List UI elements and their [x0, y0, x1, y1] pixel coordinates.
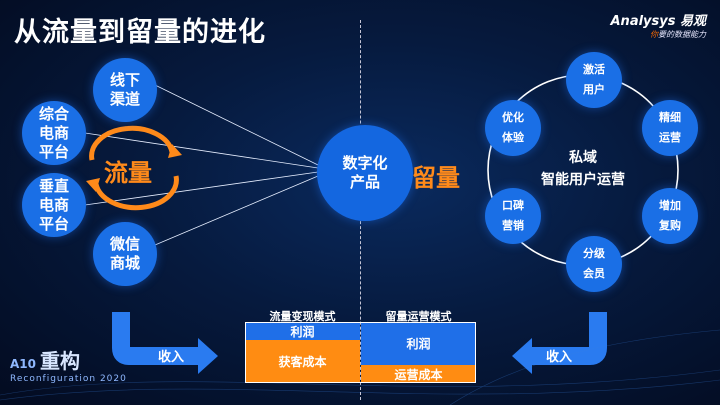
right-income-arrow-icon: [530, 312, 607, 365]
retain-label: 留量: [412, 164, 460, 192]
flow-label: 流量: [104, 159, 152, 187]
flow-arrowhead-top-icon: [168, 144, 182, 158]
model-boxes-frame: [245, 322, 476, 383]
right-income-arrowhead-icon: [512, 338, 532, 374]
node-wechat-mall: 微信 商城: [93, 222, 157, 286]
node-activate-users: 激活 用户: [566, 52, 622, 108]
node-tiered-membership: 分级 会员: [566, 236, 622, 292]
line-wechat: [154, 175, 319, 246]
ring-center-label: 私域 智能用户运营: [541, 150, 625, 188]
brand-logo-text: Analysys 易观: [610, 14, 707, 29]
line-offline: [154, 84, 319, 166]
node-digital-product: 数字化 产品: [317, 125, 413, 221]
footer-logo-main: 重构: [40, 349, 80, 373]
node-fine-operation: 精细 运营: [642, 100, 698, 156]
footer-logo-sub: Reconfiguration 2020: [10, 374, 127, 384]
node-offline-channel: 线下 渠道: [93, 58, 157, 122]
node-repurchase: 增加 复购: [642, 188, 698, 244]
flow-swirl-bottom-icon: [93, 175, 179, 211]
traffic-cost-box: 获客成本: [245, 340, 360, 383]
retention-profit-box: 利润: [361, 322, 476, 365]
bottom-decor-lines: [0, 329, 720, 405]
node-vertical-ecommerce: 垂直 电商 平台: [22, 173, 86, 237]
traffic-profit-box: 利润: [245, 322, 360, 340]
retention-cost-box: 运营成本: [361, 365, 476, 383]
traffic-model-title: 流量变现模式: [269, 310, 336, 323]
node-word-of-mouth: 口碑 营销: [485, 188, 541, 244]
brand-tag-rest: 要的数据能力: [658, 30, 706, 39]
left-income-arrowhead-icon: [198, 338, 218, 374]
footer-logo-prefix: A10: [10, 357, 36, 371]
page-title: 从流量到留量的进化: [14, 17, 266, 48]
node-general-ecommerce: 综合 电商 平台: [22, 101, 86, 165]
brand-tag-highlight: 你: [650, 30, 658, 39]
line-vertical-ecom: [84, 171, 319, 206]
flow-swirl-top-icon: [89, 125, 175, 161]
left-income-label: 收入: [158, 350, 185, 365]
retention-model-title: 留量运营模式: [385, 310, 452, 323]
brand-logo: Analysys 易观 你要的数据能力: [611, 10, 707, 40]
right-income-label: 收入: [546, 350, 573, 365]
brand-tagline: 你要的数据能力: [611, 29, 706, 40]
flow-arrowhead-bottom-icon: [86, 178, 100, 192]
node-optimize-experience: 优化 体验: [485, 100, 541, 156]
left-income-arrow-icon: [112, 312, 200, 365]
footer-logo: A10 重构 Reconfiguration 2020: [10, 345, 127, 384]
line-general-ecom: [84, 132, 319, 169]
